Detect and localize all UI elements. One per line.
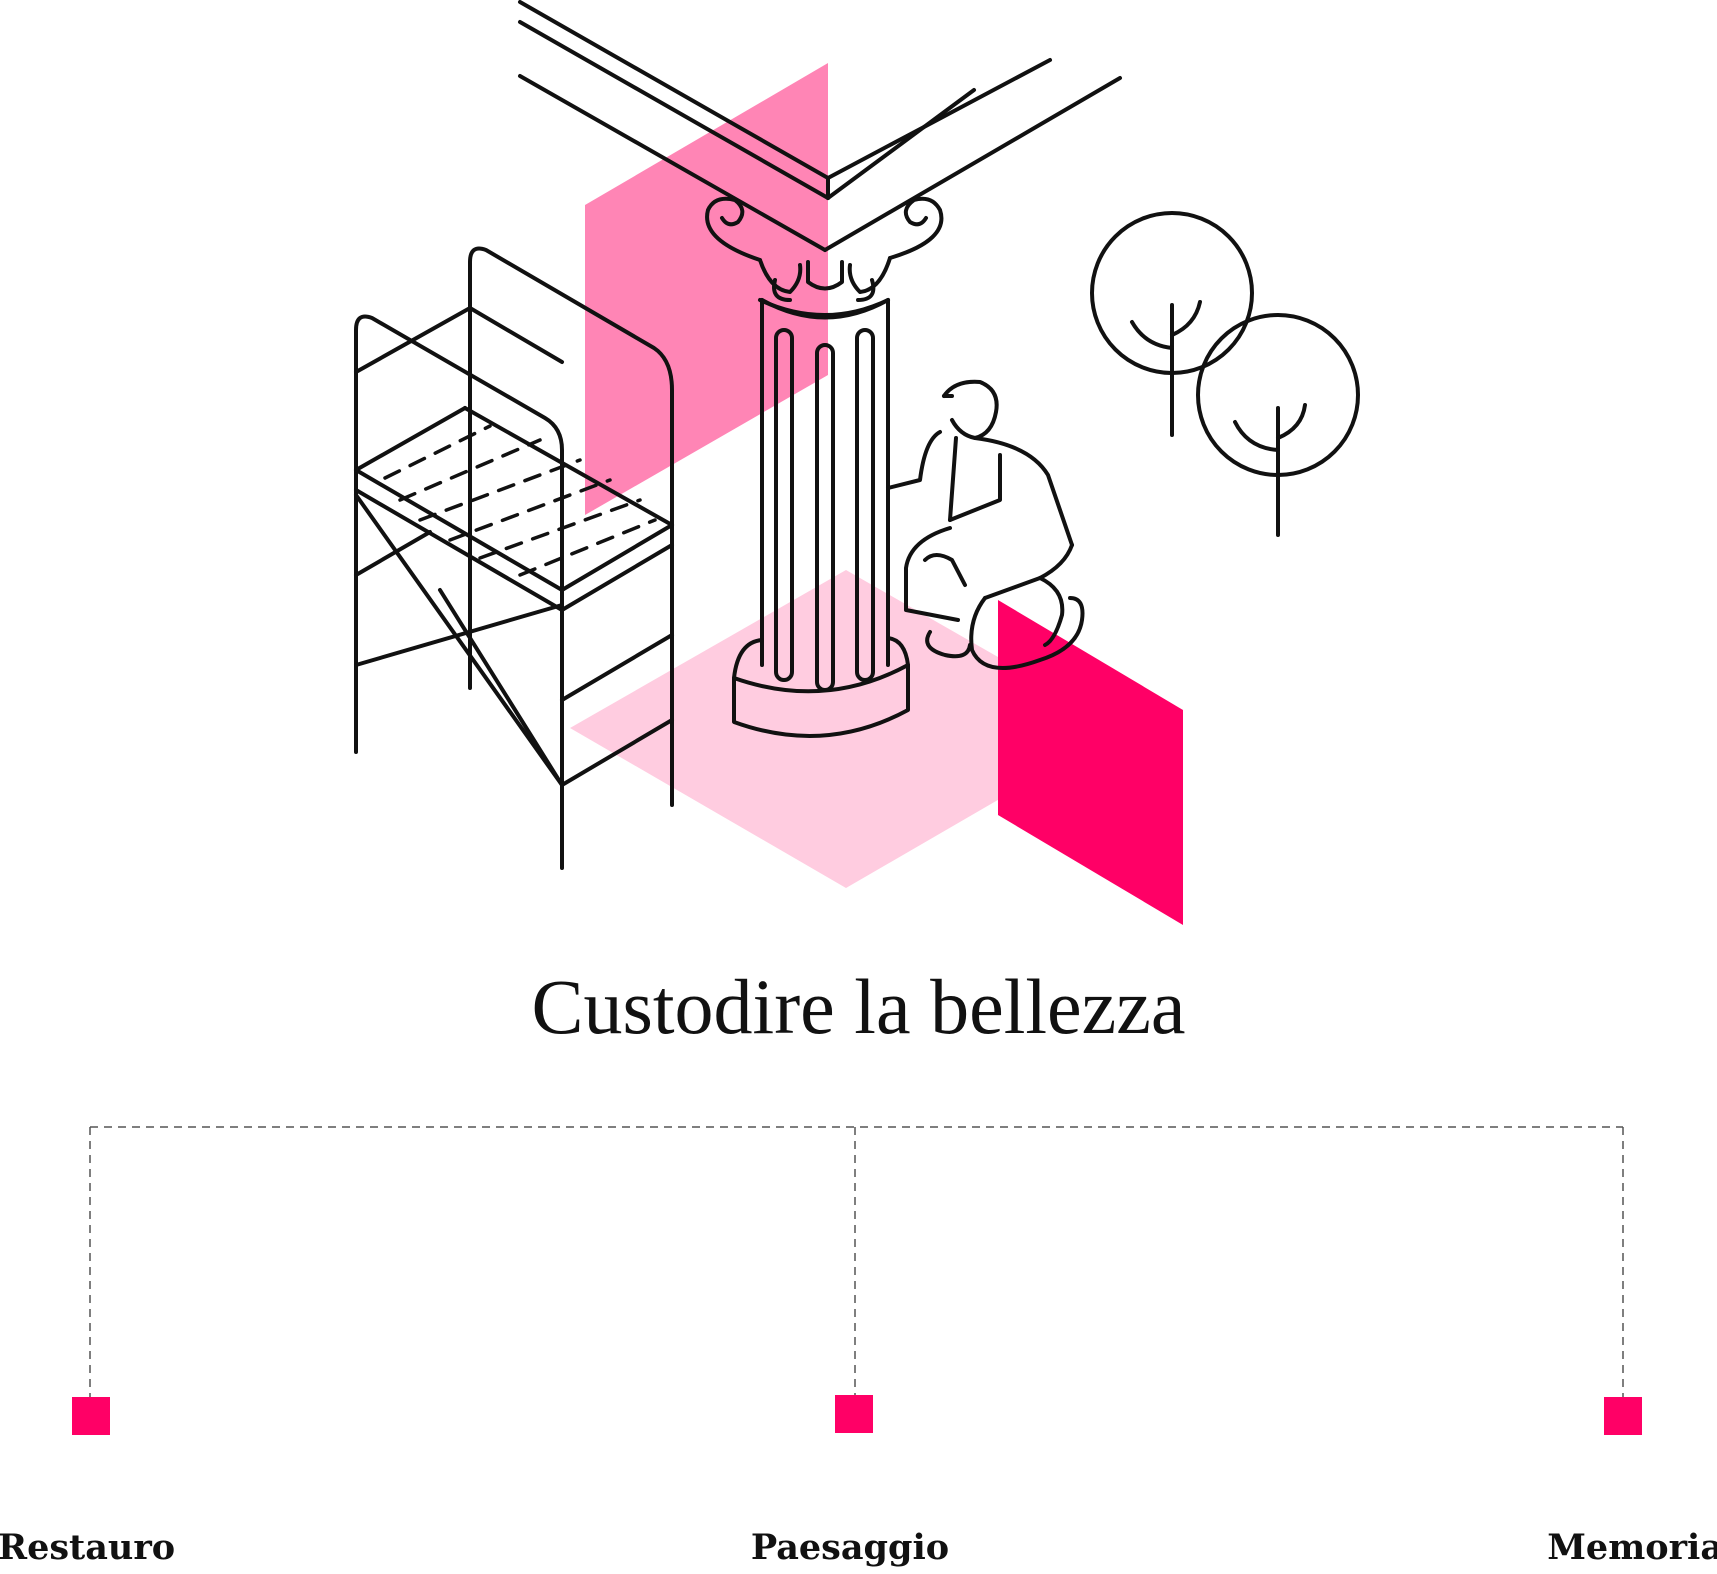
pink-floor-panel <box>570 570 1122 888</box>
cornice-icon <box>518 0 1122 252</box>
node-marker-memoria <box>1604 1397 1642 1435</box>
node-marker-paesaggio <box>835 1395 873 1433</box>
connector-lines <box>89 1126 1624 1400</box>
pink-panel-upper <box>585 63 828 515</box>
accent-wall-panel <box>998 600 1183 925</box>
corinthian-column-icon <box>705 196 944 738</box>
page-title: Custodire la bellezza <box>531 963 1186 1050</box>
tree-icon <box>1196 313 1360 537</box>
node-label-paesaggio: Paesaggio <box>750 1527 950 1568</box>
tree-icon <box>1090 211 1254 437</box>
node-marker-restauro <box>72 1397 110 1435</box>
restorer-figure-icon <box>886 379 1085 670</box>
scaffold-icon <box>354 246 674 870</box>
node-label-restauro: Restauro <box>0 1527 176 1568</box>
node-label-memoria: Memoria <box>1547 1527 1717 1568</box>
